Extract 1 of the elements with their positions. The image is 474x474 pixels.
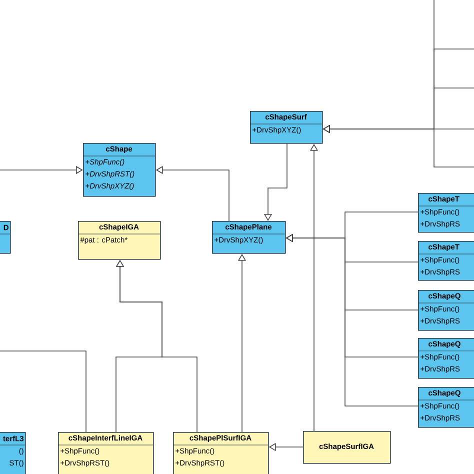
connector-line <box>0 350 86 432</box>
